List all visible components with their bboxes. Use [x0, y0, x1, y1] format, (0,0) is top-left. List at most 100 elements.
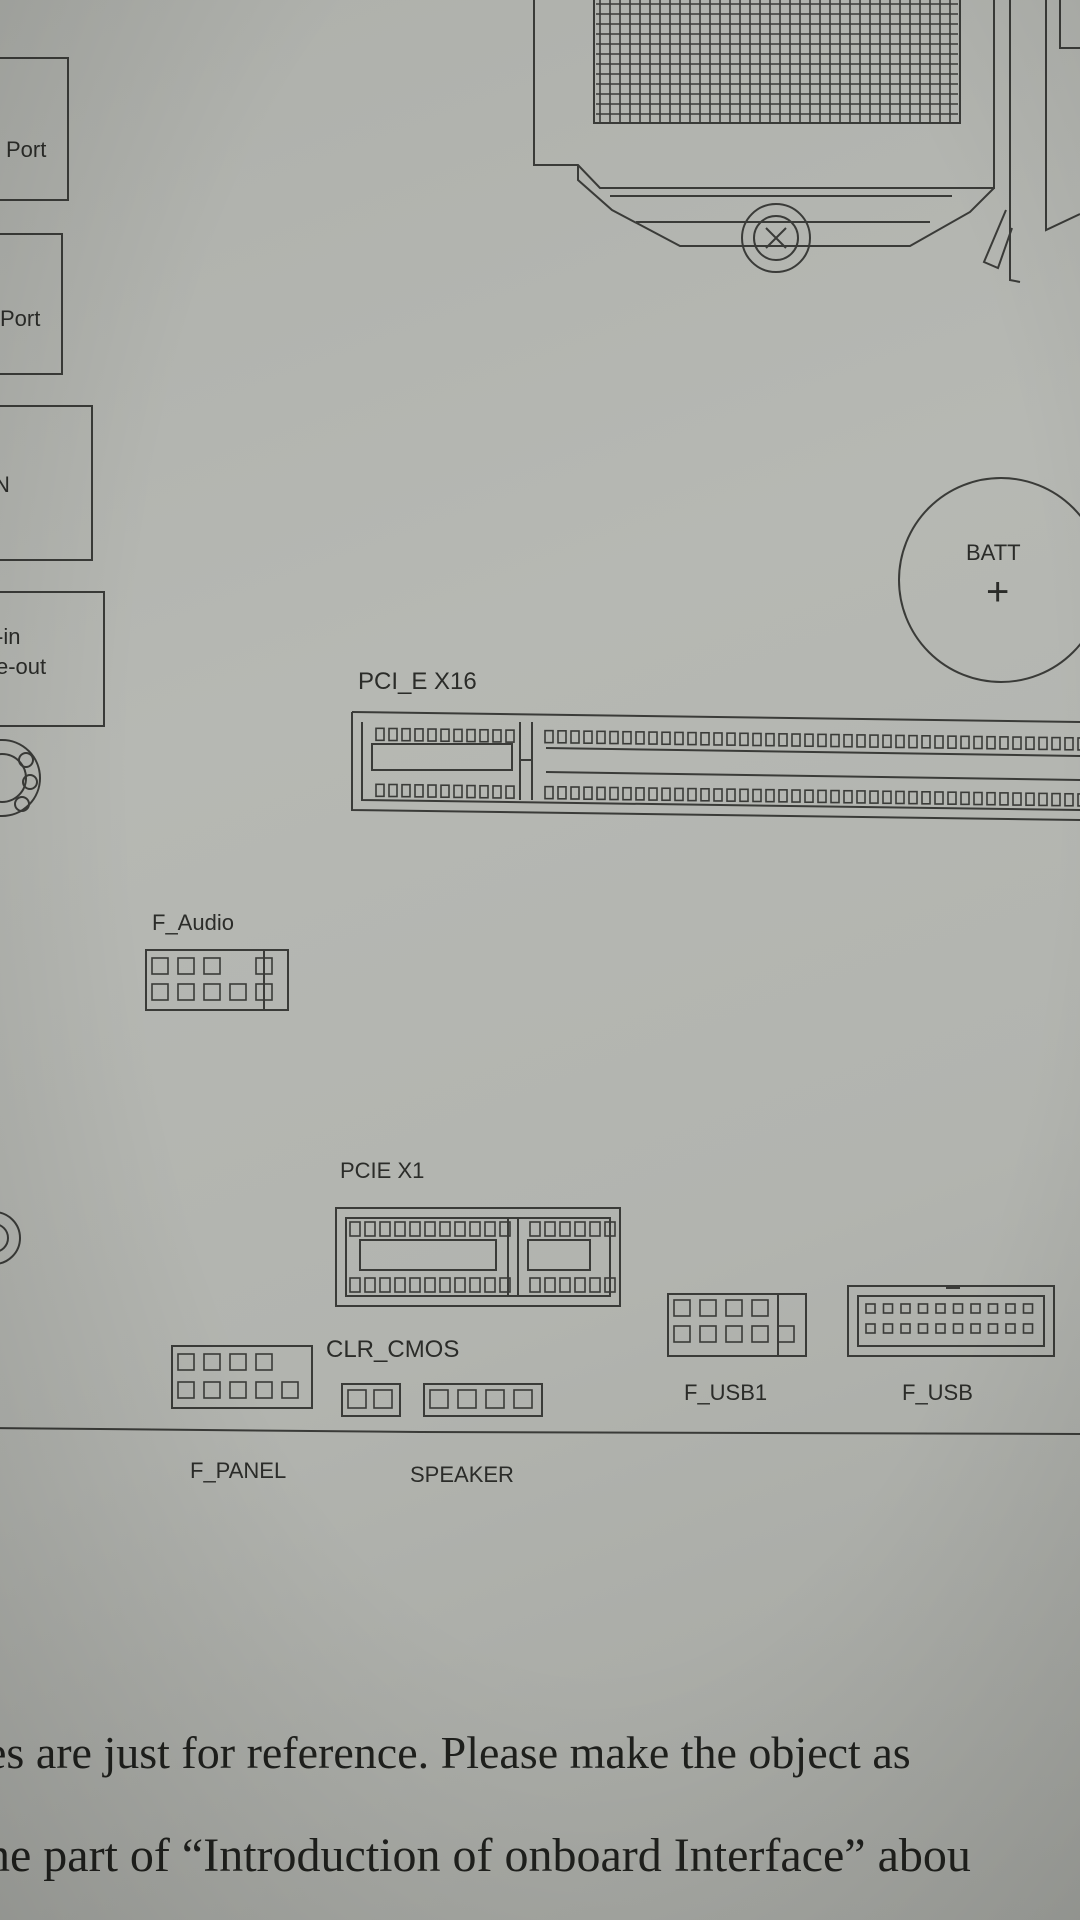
- pcie-x16-pin: [596, 730, 606, 745]
- f-usb-pin: [935, 1323, 946, 1334]
- f-usb1-pin: [725, 1325, 743, 1343]
- pcie-x16-pin: [1077, 737, 1080, 751]
- pcie-x16-pin: [661, 731, 671, 746]
- pcie-x16-pin: [661, 787, 671, 802]
- f-usb-pin: [987, 1303, 999, 1314]
- f-audio-pin: [203, 983, 221, 1001]
- pcie-x16-pin: [375, 727, 385, 742]
- pcie-x16-pin: [492, 729, 502, 743]
- clr-cmos-jumper: [341, 1383, 401, 1417]
- speaker-pin: [457, 1389, 477, 1409]
- pcie-x16-pin: [973, 791, 983, 806]
- pcie-x16-pin: [986, 735, 996, 750]
- pcie-x16-pin: [778, 733, 788, 747]
- port-label-1: Port: [6, 137, 47, 162]
- speaker-pin: [429, 1389, 449, 1409]
- pcie-x16-pin: [466, 784, 476, 799]
- pcie-x16-pin: [700, 731, 710, 746]
- pcie-x1-pin: [589, 1277, 601, 1293]
- f-usb-pin: [935, 1303, 946, 1314]
- battery-icon: [898, 477, 1080, 683]
- battery-plus-icon: +: [986, 570, 1010, 614]
- f-usb1-pin: [777, 1325, 795, 1343]
- pcie-x16-pin: [752, 732, 762, 747]
- f-panel-pin: [229, 1381, 247, 1399]
- f-usb1-pin: [673, 1325, 691, 1343]
- f-usb-pin: [865, 1323, 876, 1334]
- f-panel-pin: [281, 1381, 299, 1399]
- pcie-x16-pin: [635, 787, 645, 801]
- pcie-x16-pin: [427, 728, 437, 742]
- pcie-x16-pin: [856, 734, 866, 748]
- board-edge-line: [0, 1427, 1080, 1435]
- pcie-x16-pin: [986, 791, 996, 806]
- f-panel-pin: [255, 1353, 273, 1371]
- pcie-x16-pin: [479, 728, 489, 743]
- pcie-x1-pin: [364, 1221, 376, 1237]
- mount-hole-icon: [0, 1211, 21, 1265]
- pcie-x16-pin: [921, 791, 931, 805]
- pcie-x16-pin: [973, 735, 983, 750]
- pcie-x16-pin: [1025, 792, 1035, 807]
- pcie-x16-pin: [765, 732, 775, 747]
- pcie-x16-pin: [570, 730, 580, 744]
- speaker-pin: [513, 1389, 533, 1409]
- pcie-x16-pin: [830, 789, 840, 804]
- pcie-x16-pin: [453, 784, 463, 799]
- port-label-2: Port: [0, 306, 41, 331]
- pcie-x1-pin: [544, 1221, 556, 1237]
- pcie-x16-pin: [934, 735, 944, 749]
- f-audio-pin: [177, 957, 195, 975]
- f-usb-pin: [1022, 1323, 1034, 1334]
- pcie-x16-pin: [570, 786, 580, 800]
- f-usb-header: [847, 1285, 1055, 1357]
- pcie-x16-pin: [440, 784, 450, 799]
- pcie-x1-pin: [559, 1221, 571, 1237]
- f-usb-pin: [917, 1323, 929, 1334]
- pcie-x16-pin: [791, 733, 801, 747]
- pcie-x16-pin: [466, 728, 476, 743]
- pcie-x1-pin: [499, 1277, 511, 1293]
- f-audio-pin: [177, 983, 195, 1001]
- io-port-box-1: [0, 57, 69, 201]
- pcie-x16-pin: [817, 733, 827, 748]
- battery-label: BATT: [966, 540, 1021, 565]
- pcie-x16-slot: [351, 711, 1080, 821]
- pcie-x1-pin: [544, 1277, 556, 1293]
- pcie-x16-pin: [908, 790, 918, 805]
- pcie-x16-pin: [401, 727, 411, 742]
- pcie-x16-pin: [609, 730, 619, 745]
- pcie-x16-pin: [960, 791, 970, 806]
- f-audio-pin: [151, 983, 169, 1001]
- pcie-x16-pin: [921, 735, 931, 749]
- pcie-x16-pin: [908, 734, 918, 749]
- audio-jack-icon: [0, 739, 41, 817]
- pcie-x16-pin: [401, 783, 411, 798]
- f-usb-pin: [970, 1303, 981, 1314]
- pcie-x16-pin: [388, 727, 398, 742]
- f-panel-pin: [203, 1353, 221, 1371]
- pcie-x1-pin: [559, 1277, 571, 1293]
- pcie-x16-pin: [1077, 793, 1080, 807]
- pcie-x16-pin: [830, 733, 840, 748]
- f-usb-pin: [1005, 1323, 1016, 1334]
- f-usb-pin: [952, 1323, 964, 1334]
- pcie-x1-pin: [454, 1221, 466, 1237]
- pcie-x1-pin: [499, 1221, 511, 1237]
- clr-cmos-label: CLR_CMOS: [326, 1336, 460, 1363]
- f-usb1-pin: [751, 1325, 769, 1343]
- f-audio-pin: [229, 983, 247, 1001]
- f-audio-label: F_Audio: [152, 910, 234, 935]
- pcie-x1-pin: [379, 1221, 391, 1237]
- pcie-x1-pin: [529, 1221, 541, 1237]
- pcie-x16-pin: [999, 792, 1009, 806]
- pcie-x16-pin: [557, 730, 567, 744]
- pcie-x16-pin: [856, 790, 866, 804]
- pcie-x1-pin: [439, 1277, 451, 1293]
- f-audio-header: [145, 949, 289, 1011]
- f-usb-pin: [900, 1303, 911, 1314]
- pcie-x16-pin: [817, 789, 827, 804]
- pcie-x1-pin: [394, 1277, 406, 1293]
- pcie-x1-pin: [439, 1221, 451, 1237]
- pcie-x1-pin: [604, 1277, 616, 1293]
